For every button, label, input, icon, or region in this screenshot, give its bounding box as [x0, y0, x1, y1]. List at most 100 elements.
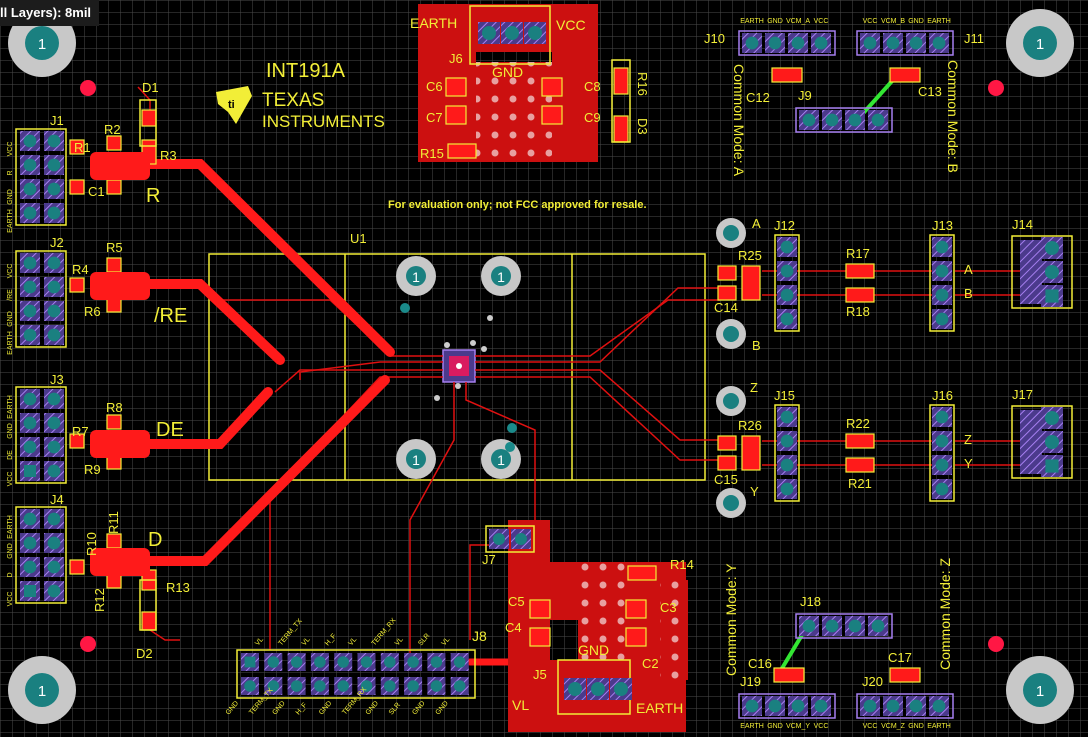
- r26-label: R26: [738, 418, 762, 433]
- pin-label: EARTH: [927, 18, 951, 25]
- tp-a-label: A: [752, 216, 761, 231]
- r9-label: R9: [84, 462, 101, 477]
- j2-label: J2: [50, 235, 64, 250]
- fiducial-markers: [80, 80, 1004, 652]
- vias: [400, 303, 517, 452]
- r22-label: R22: [846, 416, 870, 431]
- j20-label: J20: [862, 674, 883, 689]
- pin-label: VCC: [814, 723, 829, 730]
- header-j19[interactable]: [738, 693, 836, 719]
- j14-label: J14: [1012, 217, 1033, 232]
- pin-label: DE: [7, 450, 14, 460]
- j11-label: J11: [964, 31, 984, 46]
- header-j4[interactable]: [15, 506, 67, 604]
- pin-label: GND: [908, 18, 924, 25]
- j8-header[interactable]: [236, 649, 476, 699]
- c15-label: C15: [714, 472, 738, 487]
- pin-label: GND: [7, 423, 14, 439]
- signal-d-label: D: [148, 529, 162, 551]
- header-j13[interactable]: [929, 234, 955, 332]
- j5-label: J5: [533, 667, 547, 682]
- svg-text:ti: ti: [228, 99, 235, 111]
- header-j1[interactable]: [15, 128, 67, 226]
- hole-label: 1: [38, 683, 46, 700]
- power-traces[interactable]: [90, 159, 534, 666]
- j3-label: J3: [50, 372, 64, 387]
- right-component-pads[interactable]: [717, 67, 921, 683]
- r11-label: R11: [106, 511, 121, 534]
- capacitor-pads-top[interactable]: [445, 67, 629, 159]
- header-j17[interactable]: [1011, 405, 1073, 479]
- j6-pins[interactable]: [478, 22, 546, 44]
- header-j18[interactable]: [795, 613, 893, 639]
- r7-label: R7: [72, 424, 89, 439]
- tp-z-label: Z: [750, 380, 758, 395]
- pin-label: R: [7, 170, 14, 175]
- pin-label: EARTH: [740, 18, 764, 25]
- capacitor-pads-bottom[interactable]: [529, 565, 657, 647]
- pin-label: SLR: [417, 632, 431, 647]
- header-j12[interactable]: [774, 234, 800, 332]
- r21-label: R21: [848, 476, 872, 491]
- power-block-top[interactable]: [418, 4, 598, 162]
- u1-chip[interactable]: [442, 349, 476, 383]
- header-j16[interactable]: [929, 404, 955, 502]
- u1-footprint[interactable]: [208, 253, 706, 481]
- pin-label: GND: [271, 700, 286, 716]
- ti-logo-line2: INSTRUMENTS: [262, 112, 385, 131]
- r8-label: R8: [106, 400, 123, 415]
- header-j3[interactable]: [15, 386, 67, 484]
- left-signal-pads[interactable]: [90, 152, 150, 576]
- header-j10[interactable]: [738, 30, 836, 56]
- header-j11[interactable]: [856, 30, 954, 56]
- pin-label: GND: [7, 189, 14, 205]
- header-j15[interactable]: [774, 404, 800, 502]
- pin-label: GND: [435, 700, 450, 716]
- j19-label: J19: [740, 674, 761, 689]
- selected-trace[interactable]: [776, 78, 895, 677]
- r12-label: R12: [92, 588, 107, 612]
- pin-label: VCC: [7, 472, 14, 487]
- r2-label: R2: [104, 122, 121, 137]
- diode-outlines[interactable]: [139, 59, 631, 631]
- c1-label: C1: [88, 184, 105, 199]
- header-j20[interactable]: [856, 693, 954, 719]
- j7-header[interactable]: [485, 525, 535, 553]
- test-points[interactable]: [716, 218, 746, 518]
- fcc-notice: For evaluation only; not FCC approved fo…: [388, 199, 647, 211]
- layer-status-tag: ll Layers): 8mil: [0, 0, 100, 26]
- pin-label: GND: [908, 723, 924, 730]
- r15-label: R15: [420, 146, 444, 161]
- mounting-hole[interactable]: 1: [8, 9, 76, 77]
- u1-mount-holes[interactable]: 1 1 1 1: [396, 256, 521, 479]
- j5-pins[interactable]: [564, 678, 632, 700]
- pin-label: VL: [347, 636, 358, 647]
- out-y-label: Y: [964, 456, 973, 471]
- pin-label: GND: [225, 700, 240, 716]
- vl-label: VL: [512, 697, 529, 713]
- pin-label: VCC: [814, 18, 829, 25]
- j16-label: J16: [932, 388, 953, 403]
- gnd-label: GND: [492, 64, 523, 80]
- pin-label: GND: [365, 700, 380, 716]
- pin-label: VCC: [7, 142, 14, 157]
- j1-label: J1: [50, 113, 64, 128]
- c12-label: C12: [746, 90, 770, 105]
- pin-label: VCM_Y: [786, 723, 810, 730]
- pin-label: VCC: [7, 264, 14, 279]
- hole-label: 1: [497, 269, 505, 285]
- mounting-hole[interactable]: 1: [1006, 656, 1074, 724]
- out-z-label: Z: [964, 432, 972, 447]
- j4-label: J4: [50, 492, 64, 507]
- header-j14[interactable]: [1011, 235, 1073, 309]
- header-j2[interactable]: [15, 250, 67, 348]
- pin-label: D: [7, 572, 14, 577]
- d1-label: D1: [142, 80, 159, 95]
- signal-r-label: R: [146, 185, 160, 207]
- header-j9[interactable]: [795, 107, 893, 133]
- mounting-hole[interactable]: 1: [1006, 9, 1074, 77]
- mounting-hole[interactable]: 1: [8, 656, 76, 724]
- pin-label: H_F: [324, 633, 338, 648]
